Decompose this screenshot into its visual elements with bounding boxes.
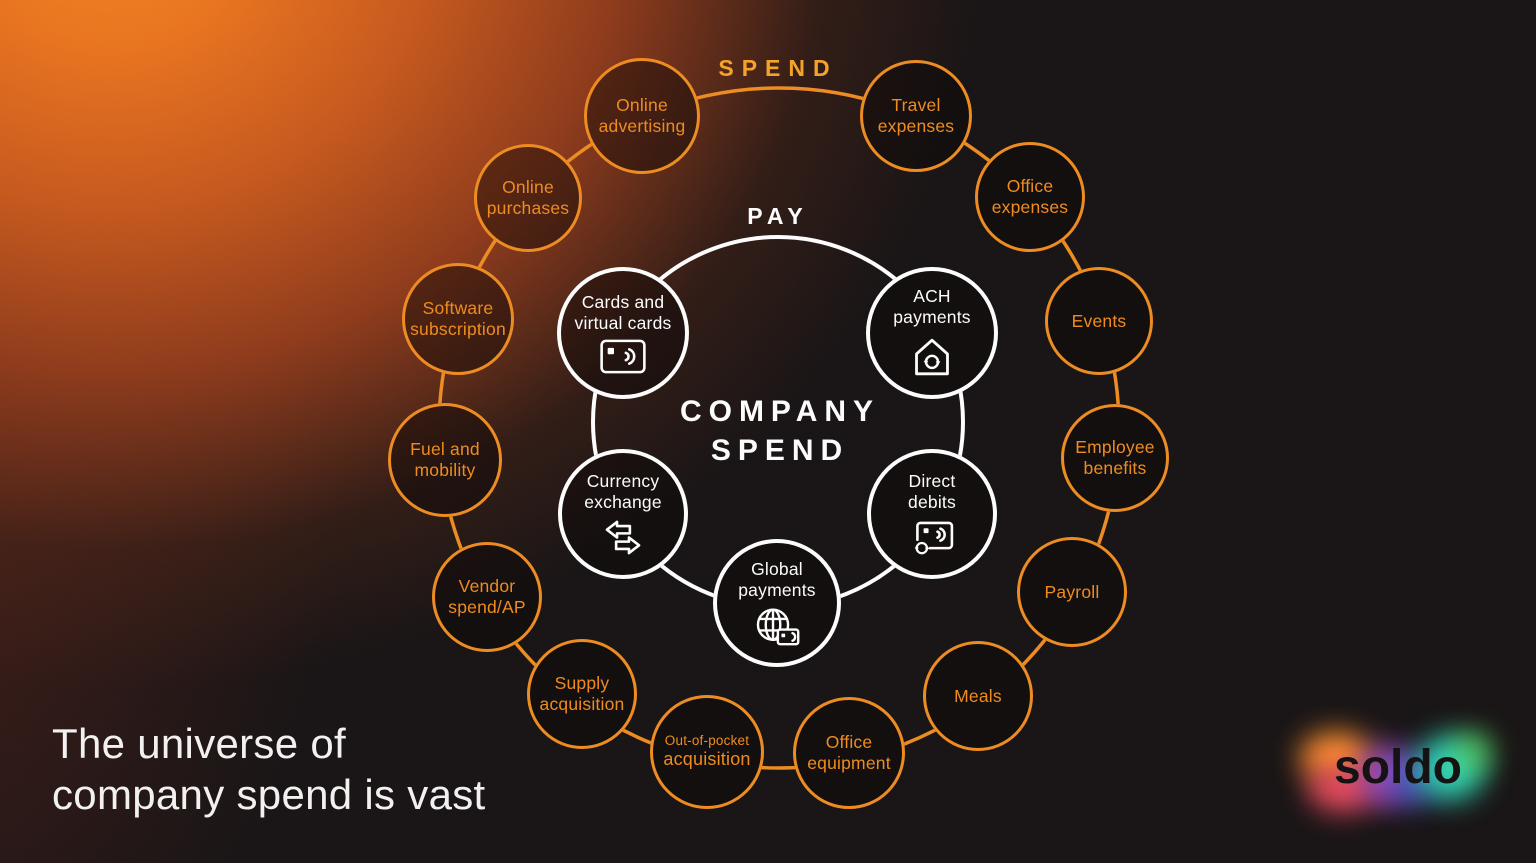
node-label: Online advertising — [598, 95, 686, 136]
outer-node-fuel-and-mobility: Fuel and mobility — [388, 403, 502, 517]
outer-node-online-purchases: Online purchases — [474, 144, 582, 252]
outer-node-office-expenses: Office expenses — [975, 142, 1085, 252]
outer-node-payroll: Payroll — [1017, 537, 1127, 647]
node-label: Events — [1071, 310, 1127, 331]
node-label: Out-of-pocket — [664, 733, 750, 749]
node-label: Employee benefits — [1075, 437, 1155, 478]
node-label: Payroll — [1044, 581, 1100, 602]
card-refresh-icon — [914, 518, 955, 557]
node-label: Supply acquisition — [539, 673, 625, 714]
outer-node-supply-acquisition: Supply acquisition — [527, 639, 637, 749]
node-label: Cards and virtual cards — [574, 291, 672, 333]
slide-headline: The universe of company spend is vast — [52, 720, 486, 818]
node-label: Office expenses — [991, 176, 1069, 217]
inner-node-cards-and-virtual-cards: Cards and virtual cards — [557, 267, 689, 399]
node-label: Direct debits — [908, 470, 956, 512]
inner-node-global-payments: Global payments — [713, 539, 841, 667]
outer-node-out-of-pocket-acquisition: Out-of-pocket acquisition — [650, 695, 764, 809]
node-label: Currency exchange — [584, 470, 662, 512]
soldo-wordmark: soldo — [1334, 741, 1462, 794]
node-label: Online purchases — [486, 177, 570, 218]
outer-node-events: Events — [1045, 267, 1153, 375]
node-label: acquisition — [663, 749, 751, 770]
node-label: Software subscription — [410, 298, 506, 339]
inner-node-ach-payments: ACH payments — [866, 267, 998, 399]
outer-node-office-equipment: Office equipment — [793, 697, 905, 809]
node-label: Office equipment — [807, 732, 891, 773]
outer-node-meals: Meals — [923, 641, 1033, 751]
node-label: Meals — [954, 685, 1002, 706]
outer-node-vendor-spend-ap: Vendor spend/AP — [432, 542, 542, 652]
node-label: Vendor spend/AP — [448, 576, 526, 617]
house-refresh-icon — [909, 334, 955, 380]
node-label: ACH payments — [893, 286, 971, 327]
node-label: Fuel and mobility — [410, 439, 480, 480]
payment-card-icon — [600, 339, 646, 374]
soldo-logo: soldo — [1298, 716, 1498, 824]
spend-ring-label: SPEND — [718, 55, 838, 81]
globe-card-icon — [754, 606, 800, 647]
swap-arrows-icon — [601, 518, 645, 557]
pay-ring-label: PAY — [747, 203, 809, 229]
node-label: Travel expenses — [877, 95, 955, 136]
outer-node-software-subscription: Software subscription — [402, 263, 514, 375]
outer-node-employee-benefits: Employee benefits — [1061, 404, 1169, 512]
company-spend-title: COMPANY SPEND — [679, 395, 881, 467]
node-label: Global payments — [738, 558, 816, 600]
